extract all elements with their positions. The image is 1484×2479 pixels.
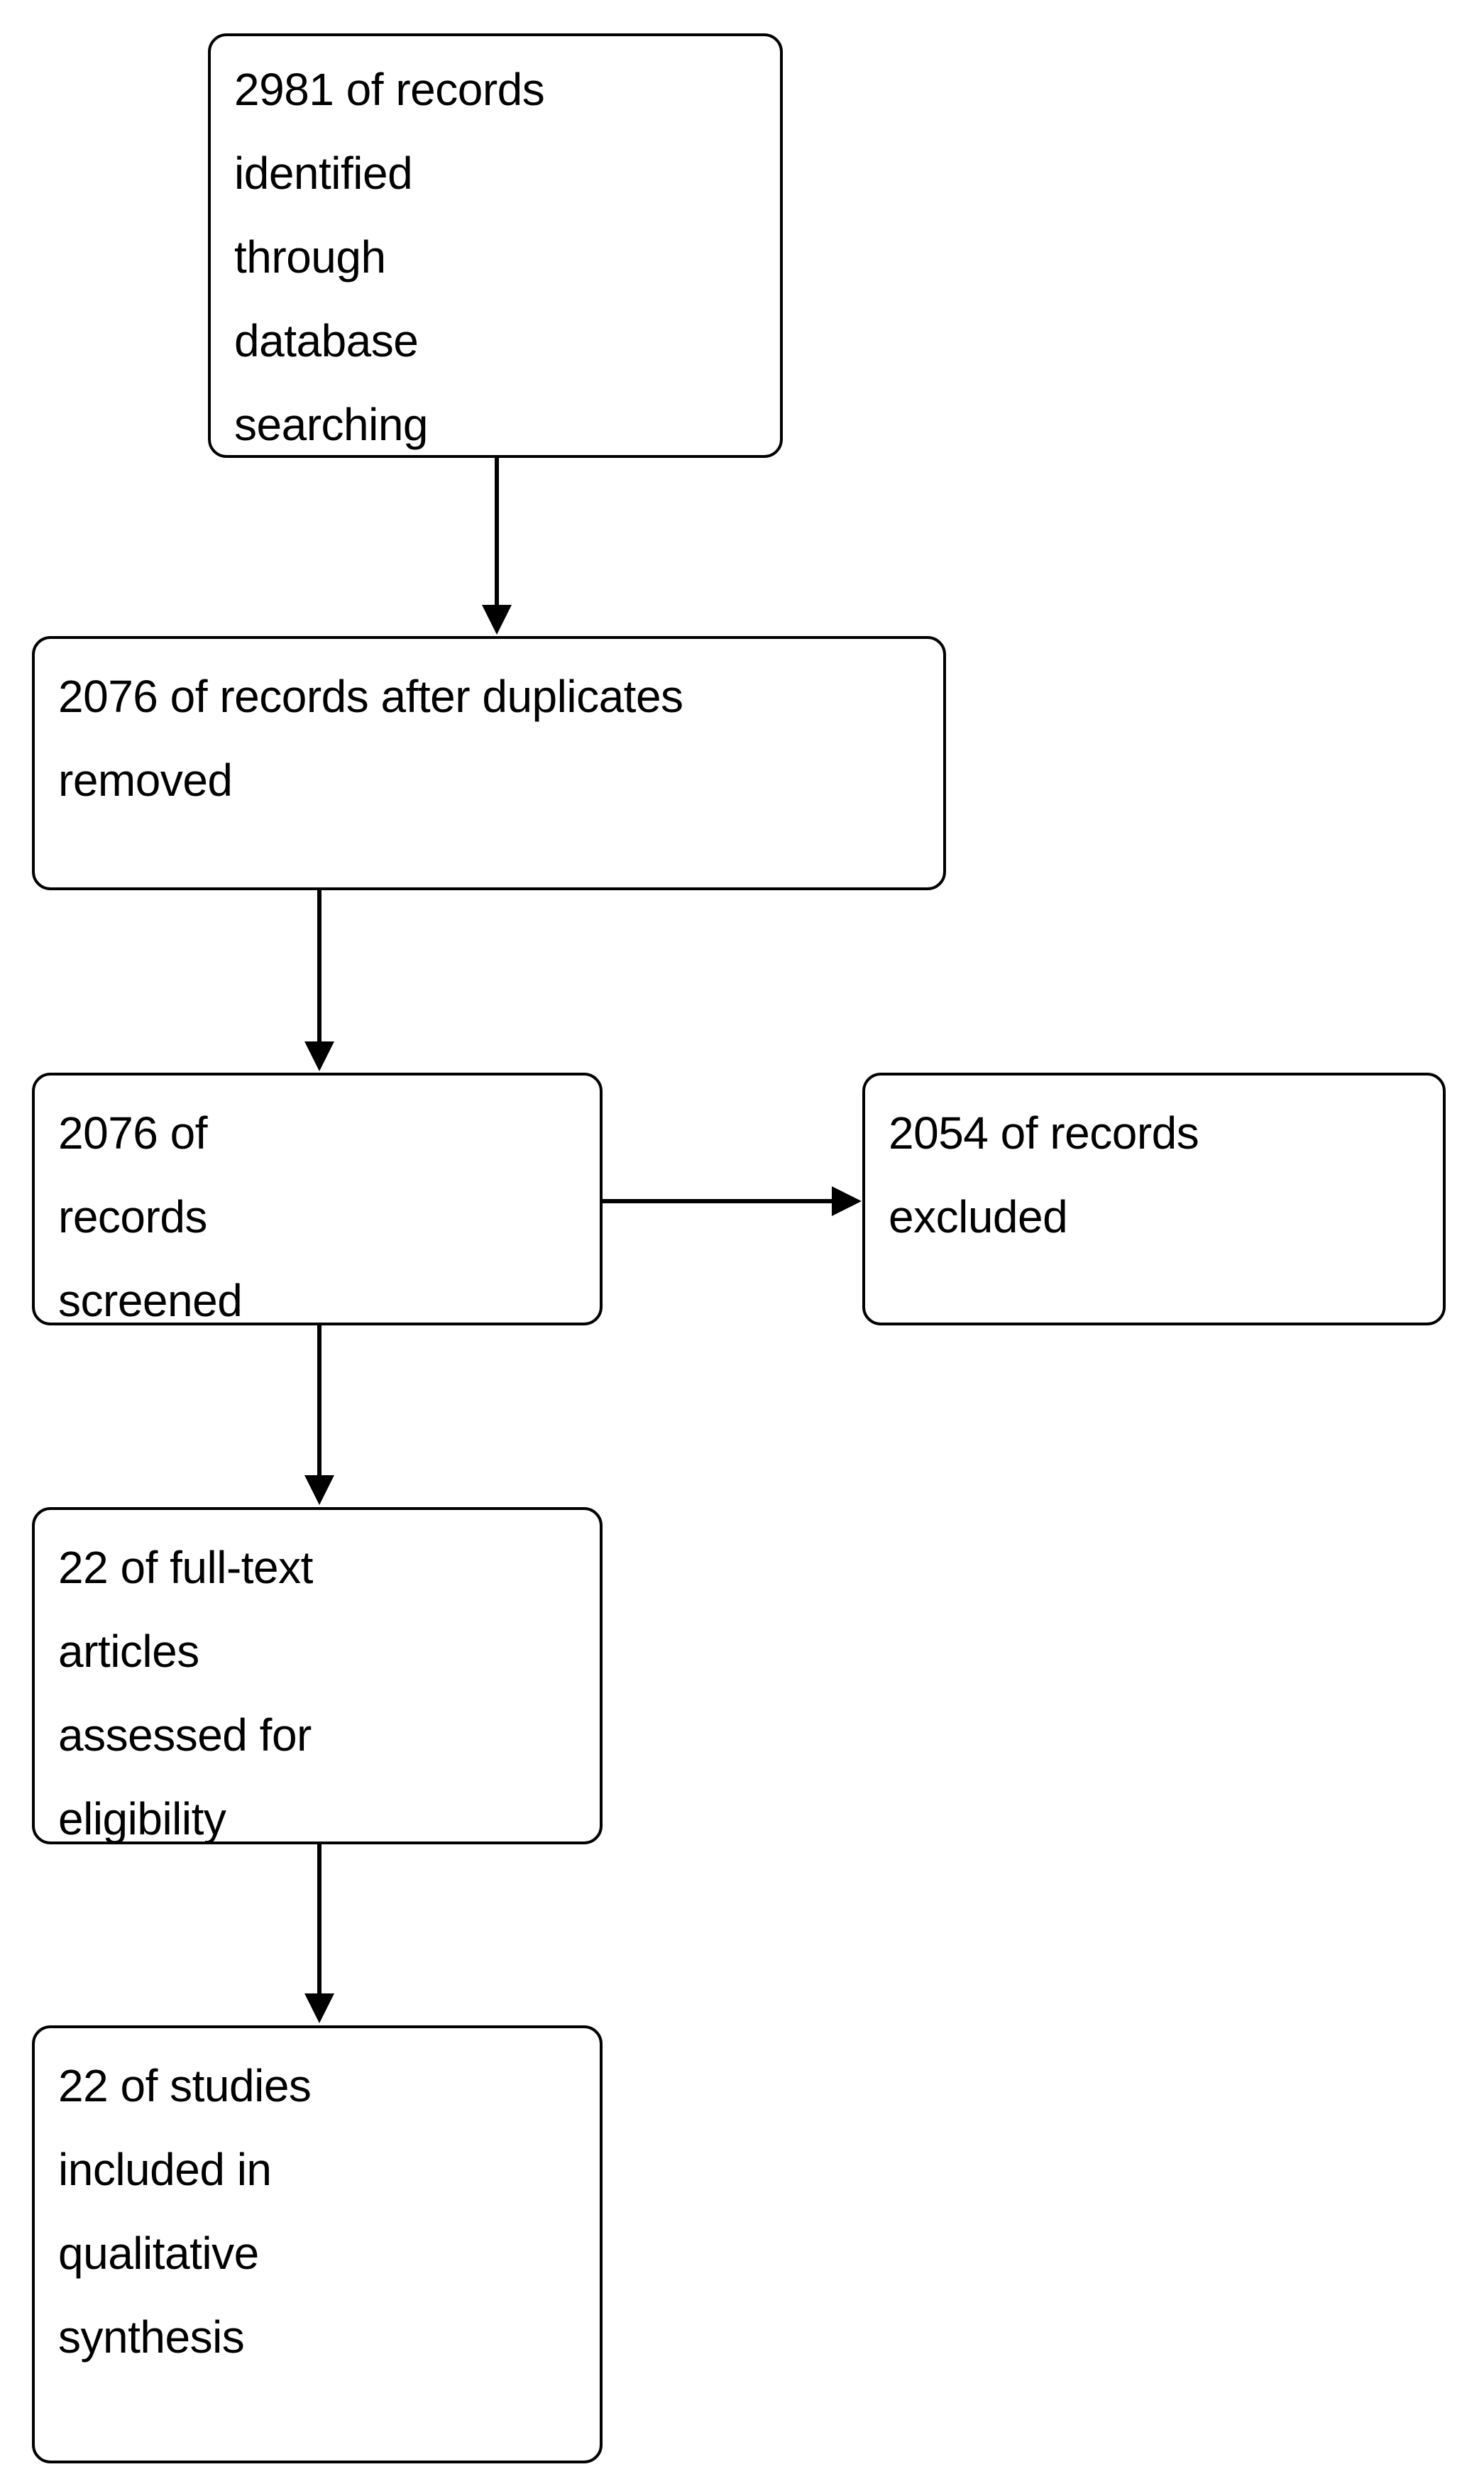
node-included-qualitative-synthesis-label: 22 of studies included in qualitative sy… — [58, 2060, 312, 2363]
node-records-screened[interactable]: 2076 of records screened — [32, 1073, 603, 1326]
edge-screened-to-full-text-arrowhead — [304, 1475, 334, 1505]
node-records-identified-label: 2981 of records identified through datab… — [234, 64, 545, 450]
edge-screened-to-excluded-arrowhead — [832, 1186, 862, 1216]
edge-identified-to-after-duplicates-line — [495, 458, 499, 607]
edge-full-text-to-included-arrowhead — [304, 1993, 334, 2023]
edge-after-duplicates-to-screened-arrowhead — [304, 1041, 334, 1071]
node-records-screened-label: 2076 of records screened — [58, 1107, 243, 1326]
node-records-excluded-label: 2054 of records excluded — [889, 1107, 1199, 1242]
node-records-after-duplicates[interactable]: 2076 of records after duplicates removed — [32, 636, 946, 890]
edge-screened-to-full-text-line — [317, 1325, 321, 1477]
node-records-excluded[interactable]: 2054 of records excluded — [862, 1073, 1446, 1325]
edge-screened-to-excluded-line — [603, 1199, 833, 1203]
node-records-after-duplicates-label: 2076 of records after duplicates removed — [58, 671, 683, 806]
edge-full-text-to-included-line — [317, 1844, 321, 1995]
edge-after-duplicates-to-screened-line — [317, 890, 321, 1043]
node-full-text-assessed[interactable]: 22 of full-text articles assessed for el… — [32, 1507, 603, 1844]
node-records-identified[interactable]: 2981 of records identified through datab… — [208, 33, 783, 458]
edge-identified-to-after-duplicates-arrowhead — [482, 605, 512, 635]
node-included-qualitative-synthesis[interactable]: 22 of studies included in qualitative sy… — [32, 2025, 603, 2463]
node-full-text-assessed-label: 22 of full-text articles assessed for el… — [58, 1542, 313, 1844]
